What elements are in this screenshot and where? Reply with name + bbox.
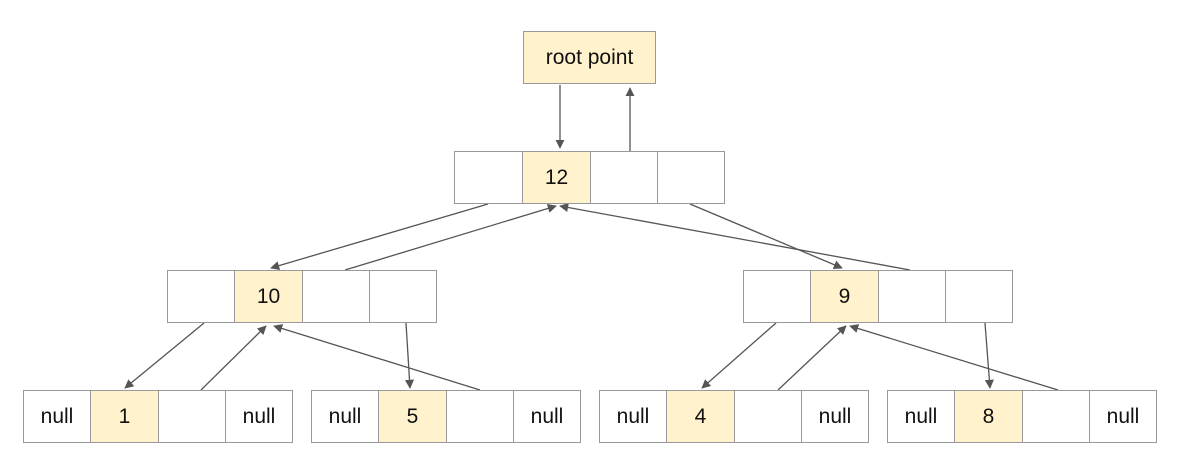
leaf-5-cell-2 (446, 390, 514, 443)
arrow-9-to-4 (701, 322, 777, 389)
node-10-cell-2 (302, 270, 370, 323)
leaf-8-cell-2 (1022, 390, 1090, 443)
arrow-10-to-12 (344, 204, 557, 271)
arrow-4-to-9 (777, 325, 847, 391)
leaf-4-null-right: null (801, 390, 869, 443)
leaf-1-null-left: null (23, 390, 91, 443)
leaf-5-value-cell: 5 (378, 390, 447, 443)
leaf-1-null-right: null (225, 390, 293, 443)
leaf-8-value-cell: 8 (954, 390, 1023, 443)
leaf-4-null-left: null (599, 390, 667, 443)
node-10-cell-0 (167, 270, 235, 323)
node-9-cell-2 (878, 270, 946, 323)
leaf-4-value-cell: 4 (666, 390, 735, 443)
node-12-value-cell: 12 (522, 151, 591, 204)
node-9-cell-0 (743, 270, 811, 323)
leaf-5-null-right: null (513, 390, 581, 443)
leaf-8-null-left: null (887, 390, 955, 443)
arrow-1-to-10 (200, 325, 267, 391)
node-12-cell-2 (590, 151, 658, 204)
arrow-9-to-8 (984, 322, 994, 389)
leaf-1-cell-2 (158, 390, 226, 443)
arrow-8-to-9 (849, 324, 1059, 391)
node-9-cell-3 (945, 270, 1013, 323)
node-10-value-cell: 10 (234, 270, 303, 323)
root-point-box: root point (523, 31, 656, 84)
arrow-10-to-5 (404, 322, 415, 389)
node-12-cell-3 (657, 151, 725, 204)
node-9-value-cell: 9 (810, 270, 879, 323)
leaf-8-null-right: null (1089, 390, 1157, 443)
leaf-5-null-left: null (311, 390, 379, 443)
arrow-12-to-10 (270, 203, 489, 271)
leaf-1-value-cell: 1 (90, 390, 159, 443)
node-10-cell-3 (369, 270, 437, 323)
arrow-5-to-10 (273, 324, 481, 391)
node-12-cell-0 (454, 151, 523, 204)
arrow-9-to-12 (559, 202, 911, 271)
arrow-10-to-1 (124, 322, 205, 389)
arrow-12-to-9 (689, 203, 843, 270)
leaf-4-cell-2 (734, 390, 802, 443)
